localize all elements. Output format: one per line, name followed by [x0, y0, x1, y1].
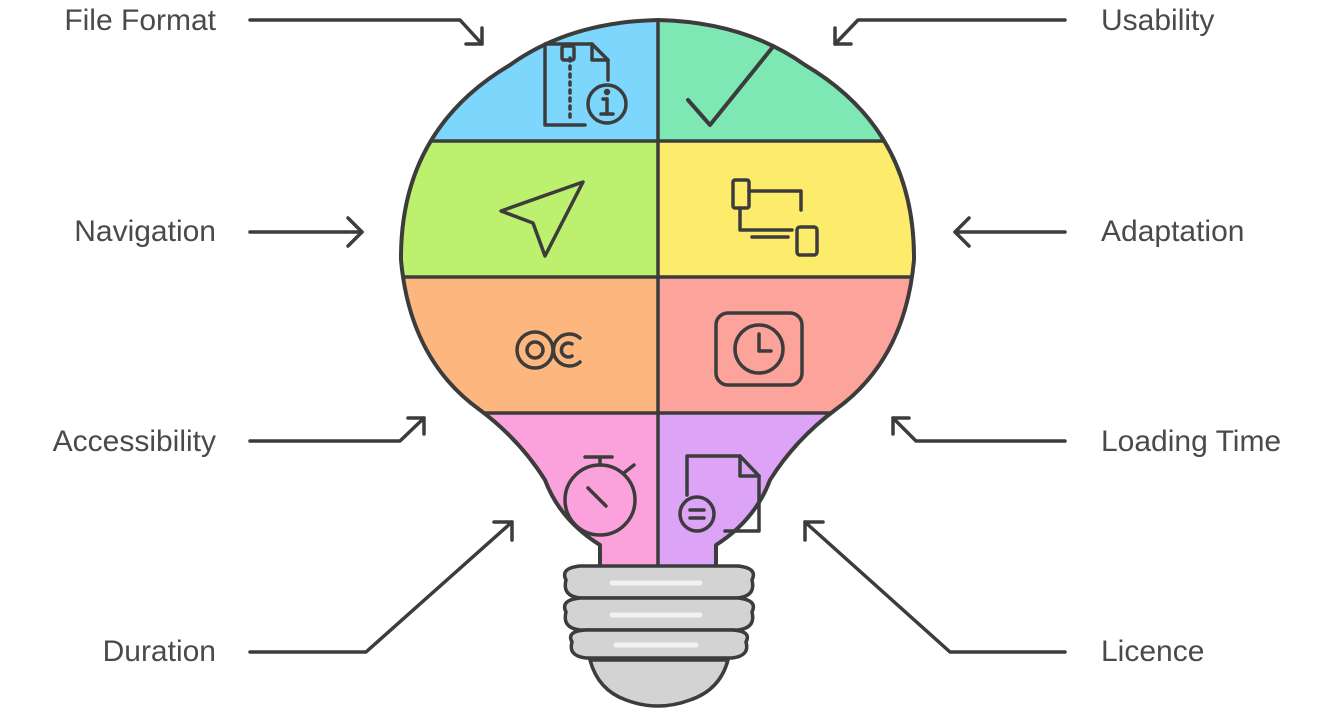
arrow-adaptation [953, 216, 1067, 248]
label-accessibility: Accessibility [52, 425, 216, 458]
arrow-file-format [248, 18, 484, 46]
segment-duration [400, 413, 658, 576]
label-file-format: File Format [64, 4, 216, 37]
bulb-outline [398, 18, 917, 578]
label-adaptation: Adaptation [1101, 215, 1245, 248]
responsive-devices-icon [731, 178, 819, 257]
segment-accessibility [400, 277, 658, 413]
segment-loading-time [658, 277, 915, 413]
segment-navigation [400, 141, 658, 277]
arrow-licence [803, 520, 1067, 654]
label-navigation: Navigation [74, 215, 216, 248]
arrow-usability [833, 18, 1067, 46]
label-loading-time: Loading Time [1101, 425, 1282, 458]
arrow-loading-time [891, 416, 1067, 443]
bulb-base [562, 564, 756, 708]
arrow-duration [248, 520, 514, 654]
stopwatch-icon [563, 455, 637, 537]
segment-usability [658, 20, 915, 141]
bulb-base-highlights [609, 580, 703, 648]
arrow-accessibility [248, 416, 426, 443]
label-usability: Usability [1101, 4, 1215, 37]
clock-icon [714, 311, 804, 387]
closed-captions-icon [515, 330, 582, 370]
segment-adaptation [658, 141, 915, 277]
label-licence: Licence [1101, 635, 1205, 668]
checkmark-icon [686, 46, 774, 127]
label-duration: Duration [102, 635, 216, 668]
arrow-navigation [248, 216, 364, 248]
document-icon [678, 454, 761, 533]
arrows [248, 18, 1067, 654]
navigation-arrow-icon [499, 180, 585, 258]
file-info-icon [543, 42, 628, 127]
